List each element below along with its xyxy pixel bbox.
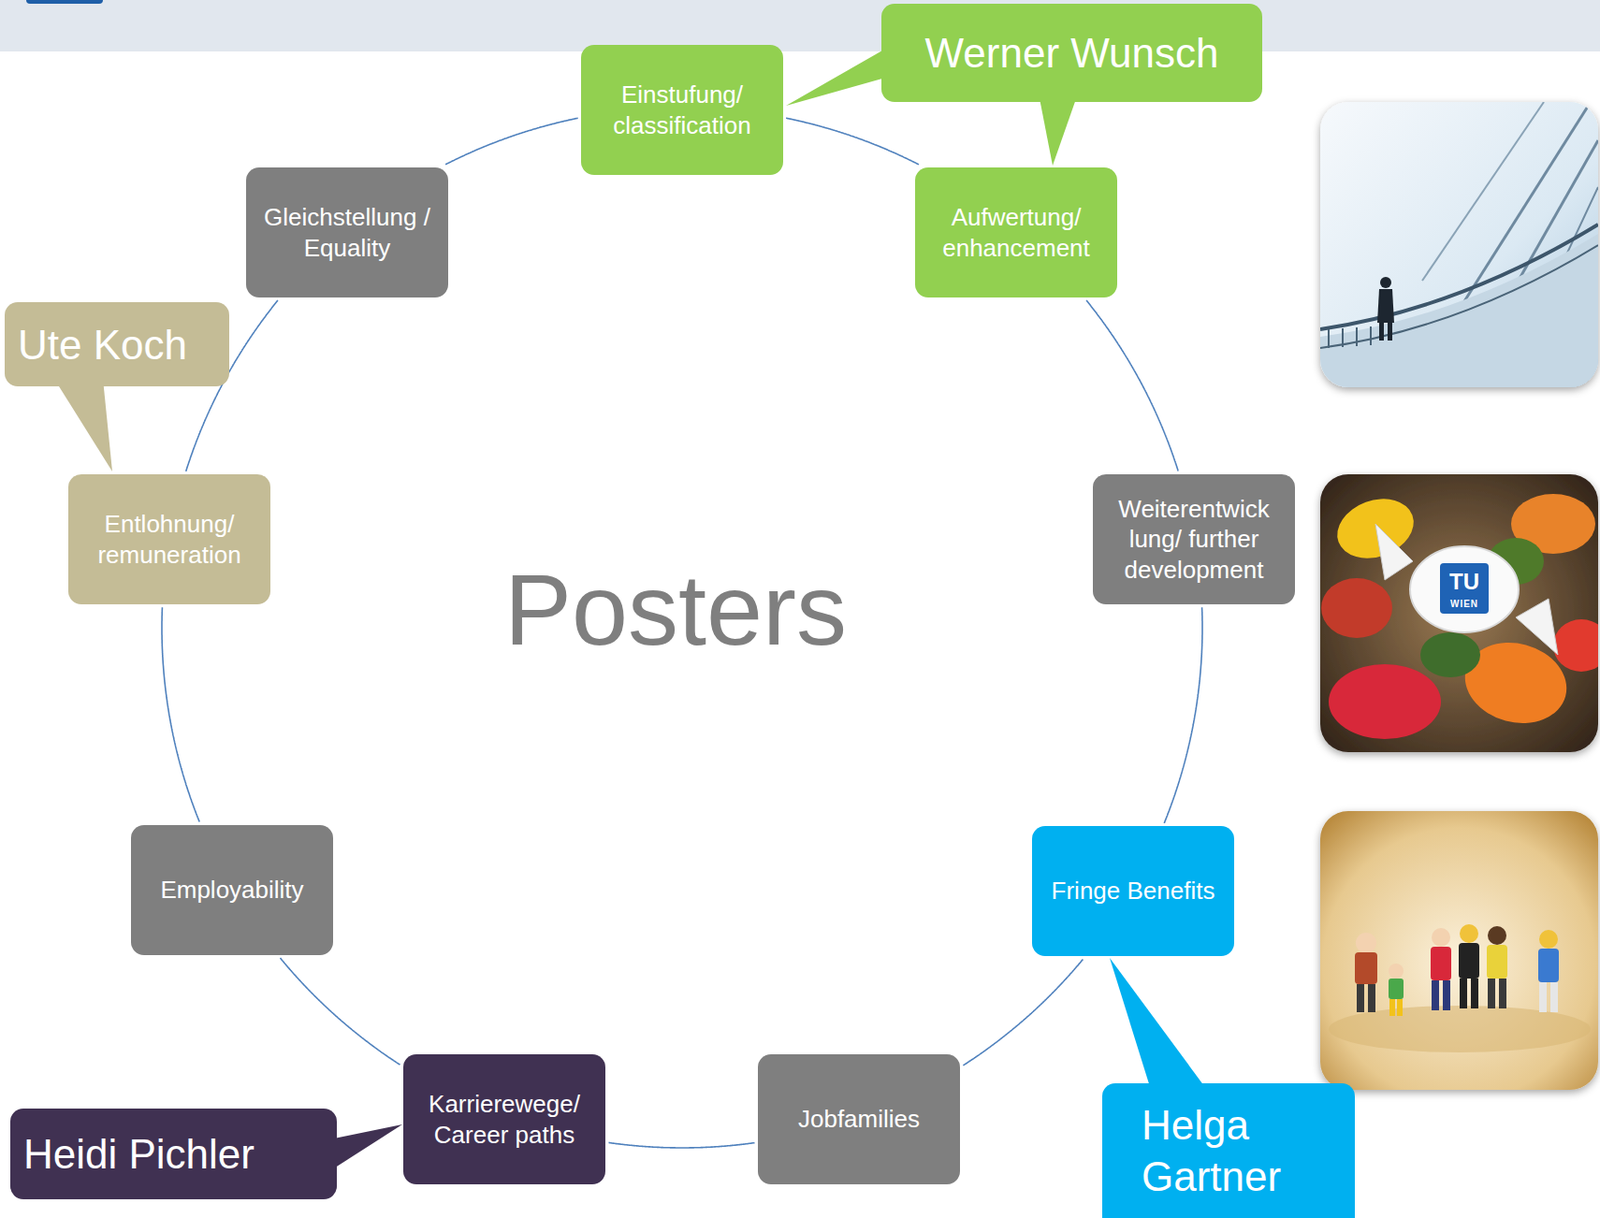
person-name: Ute Koch — [17, 319, 188, 371]
cycle-arc — [785, 117, 919, 165]
box-label: Gleichstellung / Equality — [255, 202, 439, 263]
cycle-arc — [1086, 300, 1179, 471]
cycle-arc — [161, 607, 200, 822]
photo-candies — [1320, 474, 1599, 753]
photo-candies-content — [1321, 488, 1599, 740]
box-label: Fringe Benefits — [1051, 875, 1216, 907]
cycle-box: Weiterentwick lung/ further development — [1092, 474, 1295, 605]
name-callout: Werner Wunsch — [881, 3, 1263, 102]
person-name: Helga Gartner — [1141, 1099, 1337, 1203]
center-title: Posters — [504, 551, 847, 669]
cycle-box: Einstufung/ classification — [581, 44, 784, 175]
box-label: Aufwertung/ enhancement — [924, 202, 1108, 263]
callout-tail — [1109, 958, 1208, 1091]
box-label: Karrierewege/ Career paths — [412, 1089, 597, 1150]
cycle-arc — [280, 958, 401, 1065]
logo-corner — [26, 0, 103, 4]
person-name: Werner Wunsch — [925, 27, 1220, 79]
photo-figures-content — [1328, 924, 1591, 1053]
photo-figures — [1320, 811, 1599, 1091]
callout-tail — [1038, 93, 1078, 166]
person-name: Heidi Pichler — [23, 1128, 255, 1180]
top-band — [0, 0, 1600, 52]
box-label: Entlohnung/ remuneration — [77, 509, 262, 570]
box-label: Einstufung/ classification — [590, 79, 774, 141]
callout-tail — [54, 378, 113, 472]
name-callout: Ute Koch — [4, 302, 230, 387]
photo-bridge-content — [1320, 101, 1599, 388]
cycle-box: Jobfamilies — [757, 1054, 960, 1185]
cycle-arc — [1163, 607, 1203, 824]
box-label: Employability — [160, 874, 304, 906]
name-callout: Helga Gartner — [1102, 1083, 1355, 1218]
logo-text: WIEN — [1450, 598, 1479, 610]
logo-text: TU — [1449, 568, 1480, 596]
callout-tail — [785, 46, 889, 106]
cycle-box: Entlohnung/ remuneration — [68, 474, 271, 605]
box-label: Jobfamilies — [798, 1104, 920, 1135]
cycle-arc — [609, 1142, 756, 1149]
cycle-box: Employability — [130, 825, 334, 956]
cycle-box: Gleichstellung / Equality — [246, 167, 449, 298]
photo-bridge — [1320, 101, 1599, 388]
callout-tail — [329, 1124, 403, 1172]
cycle-box: Karrierewege/ Career paths — [403, 1054, 606, 1185]
name-callout: Heidi Pichler — [10, 1108, 337, 1200]
cycle-arc — [962, 959, 1083, 1066]
cycle-box: Aufwertung/ enhancement — [915, 167, 1118, 298]
cycle-box: Fringe Benefits — [1032, 826, 1235, 957]
box-label: Weiterentwick lung/ further development — [1102, 494, 1286, 586]
cycle-arc — [445, 117, 579, 165]
